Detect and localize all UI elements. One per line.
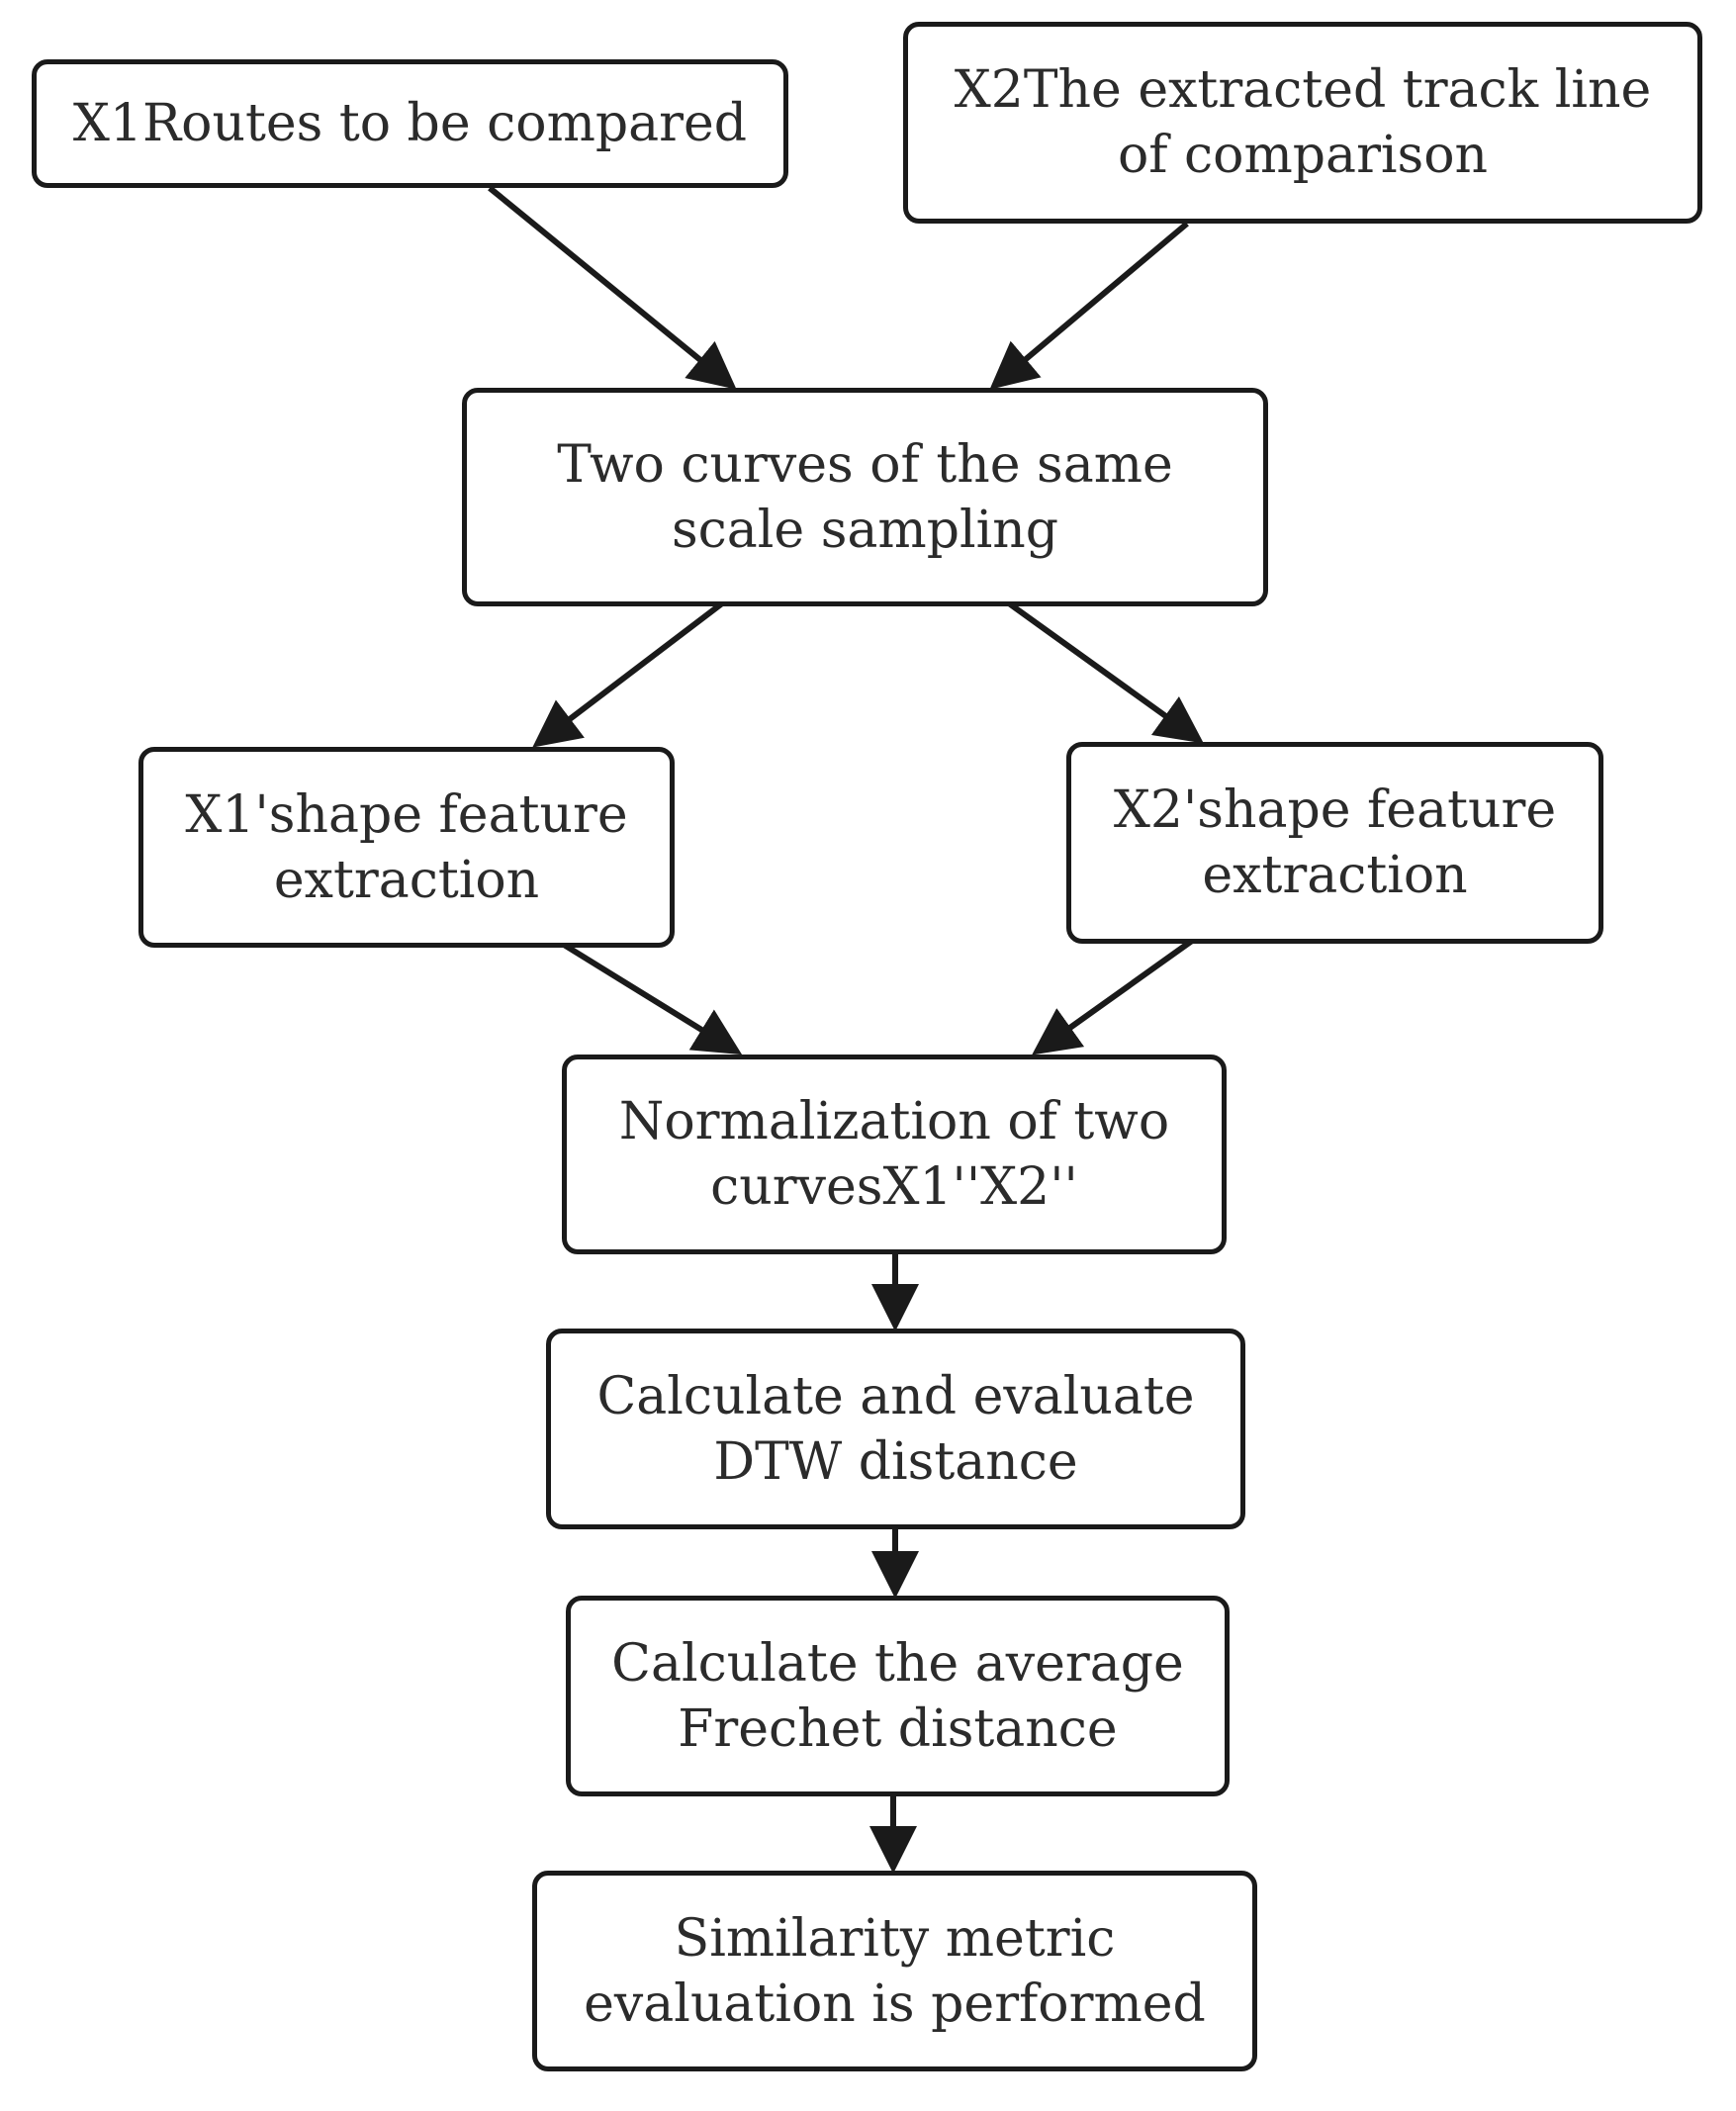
node-x1-shape-line1: X1'shape feature bbox=[185, 784, 628, 845]
node-similarity: Similarity metric evaluation is performe… bbox=[532, 1871, 1257, 2071]
node-x2-track-line1: X2The extracted track line bbox=[954, 60, 1652, 120]
node-frechet: Calculate the average Frechet distance bbox=[566, 1596, 1230, 1796]
node-normalization-line2: curvesX1''X2'' bbox=[710, 1157, 1078, 1217]
node-x1-routes-line1: X1Routes to be compared bbox=[72, 94, 748, 153]
node-normalization: Normalization of two curvesX1''X2'' bbox=[562, 1055, 1227, 1254]
arrow-x1-shape-to-normalization bbox=[562, 942, 743, 1056]
node-x1-shape-line2: extraction bbox=[273, 850, 540, 910]
node-x2-shape: X2'shape feature extraction bbox=[1066, 742, 1603, 944]
node-dtw-line1: Calculate and evaluate bbox=[596, 1366, 1195, 1426]
node-similarity-line1: Similarity metric bbox=[674, 1908, 1116, 1969]
node-x2-shape-line1: X2'shape feature bbox=[1113, 780, 1557, 840]
node-normalization-line1: Normalization of two bbox=[618, 1092, 1170, 1151]
node-dtw: Calculate and evaluate DTW distance bbox=[546, 1329, 1245, 1529]
node-x2-shape-line2: extraction bbox=[1202, 846, 1468, 905]
node-x2-track: X2The extracted track line of comparison bbox=[903, 22, 1702, 224]
node-dtw-line2: DTW distance bbox=[713, 1431, 1078, 1492]
node-x1-shape: X1'shape feature extraction bbox=[138, 747, 675, 948]
node-sampling: Two curves of the same scale sampling bbox=[462, 388, 1268, 606]
arrow-x2-shape-to-normalization bbox=[1032, 938, 1194, 1056]
node-x2-track-line2: of comparison bbox=[1117, 126, 1489, 185]
node-similarity-line2: evaluation is performed bbox=[584, 1973, 1206, 2034]
node-frechet-line1: Calculate the average bbox=[611, 1633, 1184, 1694]
arrow-x1-routes-to-sampling bbox=[488, 185, 737, 390]
node-frechet-line2: Frechet distance bbox=[678, 1698, 1118, 1759]
node-sampling-line1: Two curves of the same bbox=[557, 434, 1173, 495]
arrow-sampling-to-x1-shape bbox=[532, 600, 724, 748]
arrow-x2-track-to-sampling bbox=[989, 221, 1189, 390]
node-sampling-line2: scale sampling bbox=[671, 500, 1059, 560]
arrow-sampling-to-x2-shape bbox=[1007, 600, 1204, 744]
node-x1-routes: X1Routes to be compared bbox=[32, 59, 788, 188]
